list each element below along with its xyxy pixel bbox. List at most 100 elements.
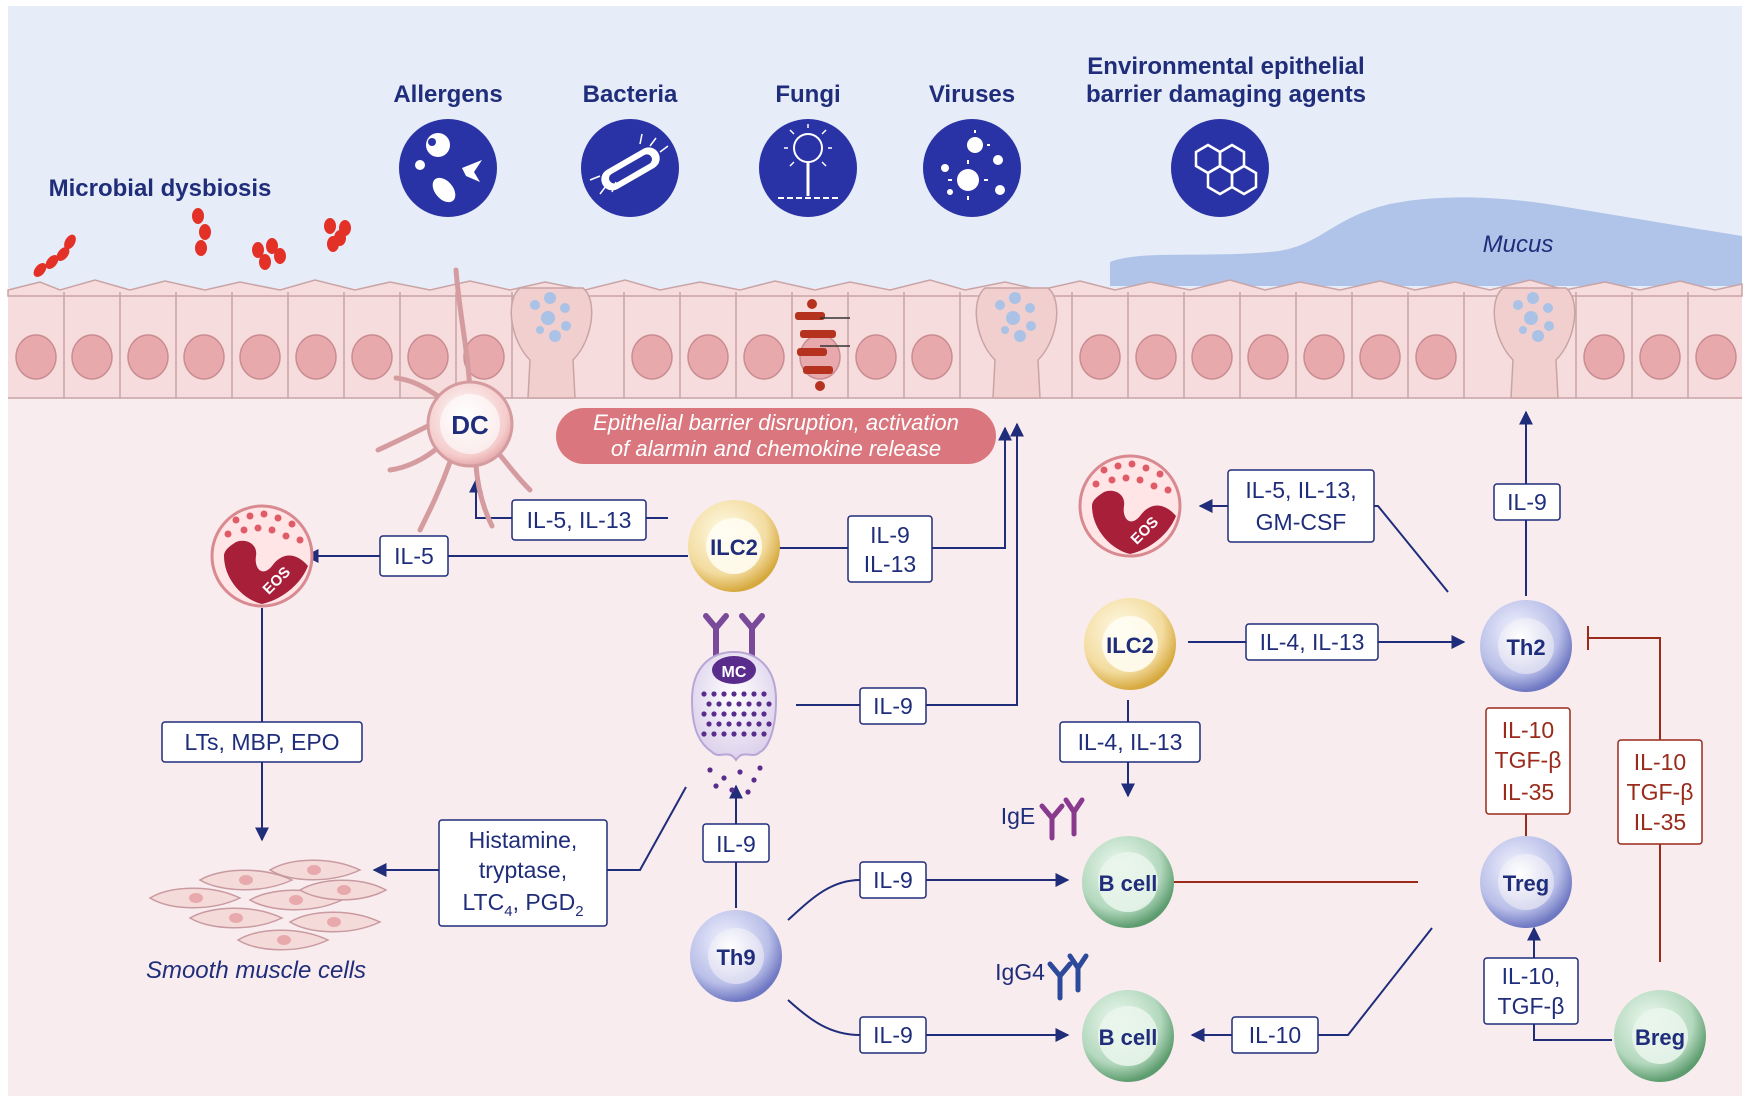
mast-cell-granule: [711, 731, 717, 737]
label-il9-mc: IL-9: [873, 693, 913, 719]
mast-cell-granule: [745, 789, 751, 795]
ltc4-sub: 4: [504, 903, 512, 920]
goblet-cell: [975, 287, 1058, 399]
label-lts-mbp-epo: LTs, MBP, EPO: [184, 729, 339, 755]
th2-cell: Th2: [1480, 600, 1572, 692]
mast-cell-granule: [716, 701, 722, 707]
ltc4-base: LTC: [462, 889, 504, 915]
bcell-ige: B cell: [1082, 836, 1174, 928]
label-box-histamine: [438, 819, 608, 927]
label-box-il9-th2: [1493, 483, 1561, 521]
mast-cell-granule: [701, 731, 707, 737]
mast-cell-granule: [736, 701, 742, 707]
label-tgfb-breg: TGF-β: [1627, 779, 1694, 805]
mast-cell-granule: [737, 769, 743, 775]
inhibit-breg-to-th2: [1588, 637, 1661, 962]
env-agents-label-line2: barrier damaging agents: [1086, 81, 1366, 108]
mast-cell-granule: [756, 701, 762, 707]
label-tgfb-treg: TGF-β: [1498, 993, 1565, 1019]
bcell-ige-label: B cell: [1099, 871, 1158, 896]
epithelial-nucleus: [743, 334, 785, 380]
env-agents-icon: [1171, 119, 1269, 217]
viruses-icon: [923, 119, 1021, 217]
dysbiosis-bacteria-icon: [33, 208, 351, 277]
label-tgfb-treg-red: TGF-β: [1495, 747, 1562, 773]
label-il5-eos: IL-5: [394, 543, 434, 569]
label-box-il5-eos: [379, 535, 449, 577]
mast-cell-granule: [721, 711, 727, 717]
label-il5-il13-dc: IL-5, IL-13: [527, 507, 632, 533]
mast-cell-granule: [721, 691, 727, 697]
label-box-treg-suppressive: [1485, 707, 1571, 815]
mast-cell-granule: [729, 787, 735, 793]
label-il4-il13-bcell: IL-4, IL-13: [1078, 729, 1183, 755]
dendritic-cell: DC: [375, 267, 533, 533]
mast-cell-granule: [713, 783, 719, 789]
epithelial-nucleus: [463, 334, 505, 380]
mast-cell-granule: [706, 701, 712, 707]
mast-cell-granule: [746, 721, 752, 727]
label-box-lts-mbp-epo: [161, 721, 363, 763]
epithelial-nucleus: [1247, 334, 1289, 380]
mast-cell-granule: [701, 711, 707, 717]
epithelial-nucleus: [407, 334, 449, 380]
label-il10-treg: IL-10: [1502, 717, 1554, 743]
mast-cell-granule: [731, 711, 737, 717]
mast-cell-granule: [757, 765, 763, 771]
label-il10-bcell: IL-10: [1249, 1022, 1301, 1048]
label-il9-th9-mc: IL-9: [716, 831, 756, 857]
allergens-label: Allergens: [393, 81, 502, 108]
label-il35-treg: IL-35: [1502, 779, 1554, 805]
label-box-il9-th9-mc: [702, 823, 770, 863]
epithelial-nucleus: [1583, 334, 1625, 380]
smooth-muscle-cells: [148, 859, 388, 951]
epithelium: [7, 279, 1743, 399]
bcell-igg4: B cell: [1082, 990, 1174, 1082]
igg4-antibody-icon: [1047, 953, 1089, 1001]
epithelial-nucleus: [1695, 334, 1737, 380]
label-box-il4-il13-th2: [1245, 623, 1379, 661]
mast-cell-granule: [711, 691, 717, 697]
epithelial-nucleus: [15, 334, 57, 380]
mast-cell-granule: [731, 731, 737, 737]
mucus-label: Mucus: [1483, 231, 1554, 258]
igg4-label: IgG4: [995, 959, 1045, 985]
mast-cell-granule: [741, 711, 747, 717]
label-il35-breg: IL-35: [1634, 809, 1686, 835]
goblet-cell: [510, 287, 593, 399]
epithelial-nucleus: [127, 334, 169, 380]
breg-cell: Breg: [1614, 990, 1706, 1082]
mc-label: MC: [722, 664, 747, 681]
epithelial-nucleus: [71, 334, 113, 380]
label-il10-breg: IL-10: [1634, 749, 1686, 775]
mast-cell-granule: [726, 721, 732, 727]
ilc2-right-label: ILC2: [1106, 633, 1154, 658]
eosinophil-left: EOS: [210, 504, 314, 608]
epithelial-nucleus: [1303, 334, 1345, 380]
mast-cell-granule: [707, 767, 713, 773]
dc-label: DC: [451, 410, 489, 440]
viruses-label: Viruses: [929, 81, 1015, 108]
label-il10-comma: IL-10,: [1502, 963, 1561, 989]
epithelial-nucleus: [1191, 334, 1233, 380]
label-tryptase: tryptase,: [479, 857, 567, 883]
epithelial-nucleus: [183, 334, 225, 380]
label-box-il4-il13-bcell: [1059, 721, 1201, 763]
mast-cell-granule: [741, 691, 747, 697]
epithelial-nucleus: [1135, 334, 1177, 380]
label-box-il5-il13-gmcsf: [1227, 469, 1375, 543]
smooth-muscle-label: Smooth muscle cells: [146, 957, 366, 984]
epithelial-nucleus: [855, 334, 897, 380]
label-ltc4-pgd2: LTC4, PGD2: [462, 889, 583, 920]
ilc2-left-label: ILC2: [710, 535, 758, 560]
bcell-igg4-label: B cell: [1099, 1025, 1158, 1050]
th9-label: Th9: [716, 945, 755, 970]
eosinophil-right: EOS: [1078, 454, 1182, 558]
mast-cell-granule: [716, 721, 722, 727]
fungi-icon: [759, 119, 857, 217]
mast-cell-granule: [761, 711, 767, 717]
mast-cell-granule: [761, 691, 767, 697]
ige-label: IgE: [1001, 803, 1036, 829]
